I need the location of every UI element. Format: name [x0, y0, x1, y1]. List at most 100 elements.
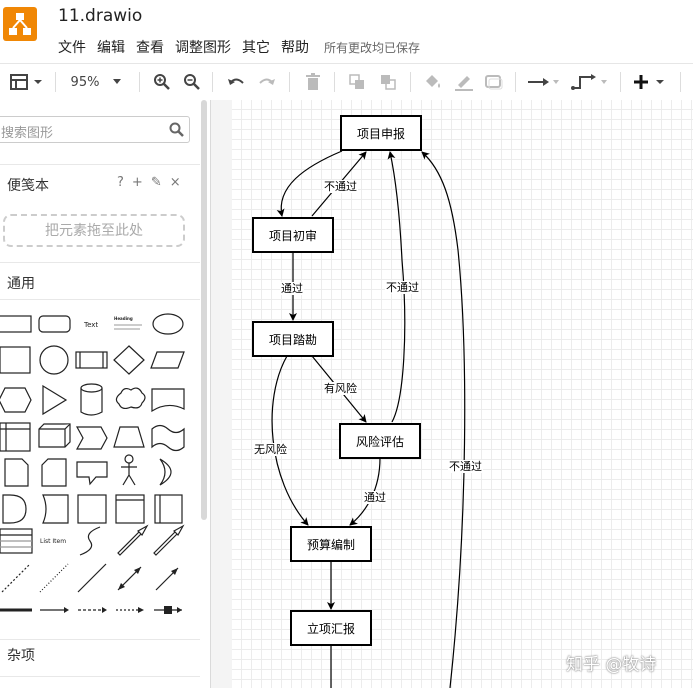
internal-storage-shape — [0, 422, 31, 452]
shadow-button[interactable] — [482, 64, 506, 100]
save-status: 所有更改均已保存 — [324, 40, 421, 55]
note-shape — [4, 458, 29, 487]
to-back-icon — [381, 75, 396, 90]
diagram-edges — [271, 150, 466, 688]
close-icon[interactable]: × — [169, 175, 181, 190]
edge-label-fail-3[interactable]: 不通过 — [448, 460, 483, 473]
add-icon[interactable]: + — [131, 175, 143, 190]
connection-style-button[interactable] — [526, 64, 562, 100]
dotted-line-shape — [39, 563, 69, 593]
undo-button[interactable] — [224, 64, 248, 100]
trash-icon — [306, 73, 320, 90]
menu-arrange[interactable]: 调整图形 — [175, 40, 231, 56]
data-storage-shape — [42, 494, 69, 524]
view-panels-button[interactable] — [6, 64, 46, 100]
search-icon[interactable] — [169, 122, 185, 138]
heading-shape: Heading — [114, 316, 133, 321]
diamond-shape — [113, 345, 145, 375]
node-project-survey[interactable]: 项目踏勘 — [252, 321, 334, 357]
shapes-sidebar: 搜索图形 便笺本 ? + ✎ × 把元素拖至此处 通用 — [0, 100, 211, 688]
menu-help[interactable]: 帮助 — [281, 40, 309, 56]
zoom-out-button[interactable] — [180, 64, 204, 100]
square-shape — [0, 346, 31, 374]
document-shape — [151, 388, 185, 413]
diagram-canvas[interactable]: 项目申报 项目初审 项目踏勘 风险评估 预算编制 立项汇报 不通过 通过 不通过… — [232, 100, 693, 688]
cube-shape — [38, 423, 71, 448]
general-shapes-palette[interactable]: Text Heading List Item — [0, 305, 200, 635]
arrow-right-icon — [528, 78, 559, 86]
edge-apply-to-review — [276, 150, 343, 217]
waypoints-icon — [571, 74, 607, 90]
arrow-shape — [153, 524, 185, 556]
plus-icon — [634, 75, 664, 89]
line-color-button[interactable] — [452, 64, 476, 100]
insert-button[interactable] — [630, 64, 670, 100]
process-shape — [75, 351, 108, 369]
zoom-in-icon — [154, 74, 170, 90]
misc-section-title[interactable]: 杂项 — [7, 648, 35, 664]
menu-extras[interactable]: 其它 — [242, 40, 270, 56]
or-shape — [159, 458, 172, 486]
drawio-logo-icon — [3, 7, 37, 41]
edge-final-fail — [421, 151, 466, 688]
title-bar: 11.drawio 文件 编辑 查看 调整图形 其它 帮助 所有更改均已保存 — [0, 0, 693, 63]
node-project-report[interactable]: 立项汇报 — [290, 610, 372, 646]
edge-label-has-risk[interactable]: 有风险 — [323, 382, 358, 395]
sidebar-scrollbar[interactable] — [201, 100, 207, 520]
node-risk-assessment[interactable]: 风险评估 — [339, 423, 421, 459]
paint-bucket-icon — [426, 75, 440, 88]
step-shape — [75, 426, 108, 450]
bidirectional-arrow-shape — [117, 524, 149, 556]
dashed-line-shape — [1, 563, 31, 593]
text-shape: Text — [83, 321, 98, 329]
redo-button[interactable] — [255, 64, 279, 100]
canvas-margin — [211, 100, 232, 688]
scratchpad-dropzone[interactable]: 把元素拖至此处 — [3, 214, 185, 247]
zoom-select[interactable]: 95% — [62, 64, 132, 100]
menu-file[interactable]: 文件 — [58, 40, 86, 56]
ellipse-shape — [152, 313, 184, 335]
scratchpad-title[interactable]: 便笺本 — [7, 178, 49, 194]
help-icon[interactable]: ? — [117, 175, 124, 190]
node-project-apply[interactable]: 项目申报 — [340, 115, 422, 151]
card-shape — [41, 458, 67, 487]
rectangle-shape — [0, 315, 32, 333]
circle-shape — [39, 345, 69, 375]
edge-label-fail-1[interactable]: 不通过 — [323, 180, 358, 193]
menu-edit[interactable]: 编辑 — [97, 40, 125, 56]
node-budget[interactable]: 预算编制 — [290, 526, 372, 562]
fill-color-button[interactable] — [421, 64, 445, 100]
to-front-button[interactable] — [345, 64, 369, 100]
edge-label-pass-1[interactable]: 通过 — [280, 282, 304, 295]
rounded-rectangle-shape — [38, 315, 71, 333]
panels-icon — [10, 74, 42, 90]
curve-shape — [79, 526, 101, 556]
document-title[interactable]: 11.drawio — [58, 6, 143, 26]
list-item-shape: List Item — [40, 538, 66, 545]
edge-survey-to-budget — [271, 355, 309, 526]
toolbar: 95% — [0, 63, 693, 101]
zoom-in-button[interactable] — [150, 64, 174, 100]
menu-bar: 文件 编辑 查看 调整图形 其它 帮助 所有更改均已保存 — [58, 37, 420, 57]
undo-icon — [228, 78, 244, 85]
node-project-review[interactable]: 项目初审 — [252, 217, 334, 253]
scratchpad-tools: ? + ✎ × — [117, 175, 189, 190]
delete-button[interactable] — [301, 64, 325, 100]
general-section-title[interactable]: 通用 — [7, 276, 35, 292]
to-back-button[interactable] — [376, 64, 400, 100]
edge-risk-fail — [387, 151, 406, 423]
trapezoid-shape — [113, 426, 145, 448]
edge-label-pass-2[interactable]: 通过 — [363, 491, 387, 504]
cylinder-shape — [80, 388, 103, 416]
zoom-out-icon — [184, 74, 200, 90]
shape-search-input[interactable]: 搜索图形 — [0, 116, 190, 143]
edge-label-fail-2[interactable]: 不通过 — [385, 281, 420, 294]
actor-shape — [124, 454, 134, 464]
zoom-value: 95% — [70, 74, 100, 90]
edit-icon[interactable]: ✎ — [150, 175, 162, 190]
parallelogram-shape — [150, 351, 185, 369]
hexagon-shape — [0, 387, 32, 413]
edge-label-no-risk[interactable]: 无风险 — [253, 443, 288, 456]
waypoints-button[interactable] — [570, 64, 610, 100]
menu-view[interactable]: 查看 — [136, 40, 164, 56]
